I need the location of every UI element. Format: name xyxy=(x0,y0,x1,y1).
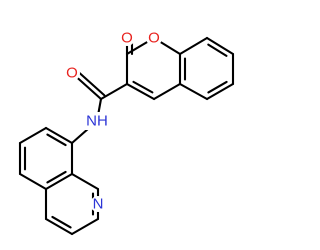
bond-q4-q3 xyxy=(44,217,74,236)
atom-labels: O O O NH N xyxy=(64,30,162,213)
atom-amide-nitrogen: NH xyxy=(85,112,109,130)
bond-q4a-q8a xyxy=(44,172,74,191)
bond-c5-c6-second xyxy=(207,80,228,94)
bond-c4-c4a xyxy=(152,82,182,101)
bond-lines xyxy=(18,36,235,236)
atom-label-o-lactone-carbonyl: O xyxy=(121,30,133,47)
bond-c8-c8a xyxy=(178,36,209,56)
atom-quinoline-nitrogen: N xyxy=(90,196,106,213)
atom-label-n-quinoline: N xyxy=(93,196,104,213)
bond-c3-ca xyxy=(99,82,129,101)
bond-c7-c8-second xyxy=(207,43,228,57)
atom-label-o-ring: O xyxy=(148,30,160,47)
bond-c3-c4-second xyxy=(132,80,154,94)
chemical-structure-diagram: O O O NH N xyxy=(18,30,235,236)
bond-c5-c6 xyxy=(205,82,235,101)
bond-c7-c8 xyxy=(205,36,235,56)
bond-q8-q7 xyxy=(44,126,74,145)
bond-q3-q2 xyxy=(70,217,100,236)
bond-q5-q4a xyxy=(18,172,48,191)
bond-q7-q6 xyxy=(18,126,48,145)
bond-q4a-q8a-second xyxy=(46,170,67,184)
bond-q8-q7-second xyxy=(46,133,67,147)
atom-carbonyl-oxygen-lactone: O xyxy=(119,30,135,47)
atom-ring-oxygen: O xyxy=(146,30,162,47)
atom-label-nh: NH xyxy=(86,113,108,130)
atom-amide-oxygen: O xyxy=(64,65,80,82)
bond-q4-q3-second xyxy=(51,215,72,229)
atom-label-o-amide: O xyxy=(66,65,78,82)
bond-c3-c4 xyxy=(125,82,156,101)
bond-qn-q8a xyxy=(70,172,100,191)
bond-ca-oa-second xyxy=(74,68,106,97)
bond-c4a-c5 xyxy=(178,82,209,101)
